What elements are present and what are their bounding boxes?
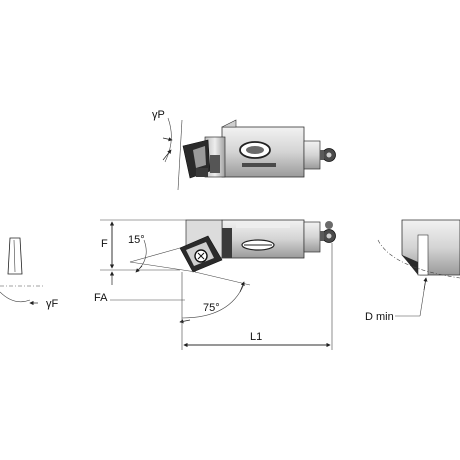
side-view-left: γF (0, 237, 59, 310)
top-view-shank (303, 140, 321, 170)
top-view: γP (152, 109, 336, 191)
side-view-insert (7, 237, 23, 275)
top-view-neck (221, 119, 237, 128)
front-view: F FA 15° 75° L1 (94, 219, 336, 350)
end-view-right: D min (365, 219, 460, 323)
label-l1: L1 (250, 331, 262, 343)
end-view-body (401, 219, 460, 276)
label-angle-75: 75° (203, 302, 220, 314)
label-d-min: D min (365, 311, 394, 323)
label-gamma-f: γF (46, 298, 59, 310)
label-gamma-p: γP (152, 109, 165, 121)
front-view-shank (303, 221, 321, 253)
label-fa: FA (94, 292, 108, 304)
label-f: F (101, 238, 108, 250)
label-angle-15: 15° (128, 234, 145, 246)
